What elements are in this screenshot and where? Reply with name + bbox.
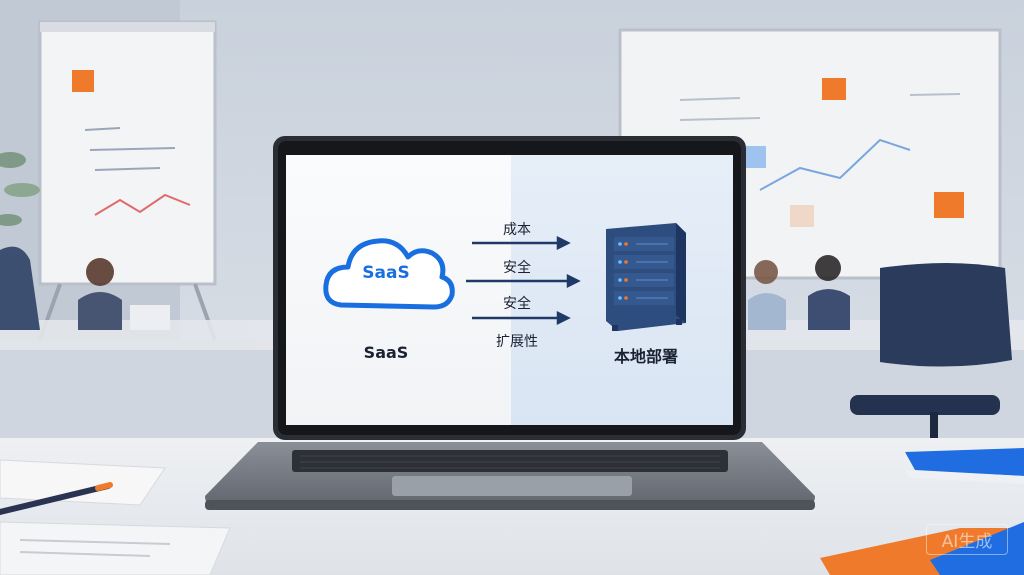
arrow-right-icon xyxy=(466,273,581,289)
office-chair xyxy=(850,263,1012,442)
laptop-screen: SaaS 成本 安全 安全 扩展性 SaaS 本地部署 xyxy=(286,155,733,425)
left-whiteboard xyxy=(38,20,217,341)
keyboard xyxy=(292,450,728,472)
arrow-label-security: 安全 xyxy=(503,260,531,276)
notebooks-right xyxy=(820,448,1024,575)
onprem-label: 本地部署 xyxy=(613,347,678,366)
arrow-right-icon xyxy=(472,310,571,326)
pen xyxy=(0,482,113,515)
ai-generated-watermark: AI生成 xyxy=(926,524,1008,555)
plant xyxy=(0,152,40,226)
saas-label: SaaS xyxy=(363,343,409,362)
diagram-shapes xyxy=(323,223,686,331)
papers-left xyxy=(0,459,231,575)
arrow-label-security-2: 安全 xyxy=(503,296,531,312)
arrow-right-icon xyxy=(472,235,571,251)
arrow-label-scalability: 扩展性 xyxy=(496,334,538,350)
cloud-icon xyxy=(323,238,455,310)
server-rack-icon xyxy=(606,223,686,331)
cloud-saas-text: SaaS xyxy=(362,263,410,283)
arrow-label-cost: 成本 xyxy=(503,222,531,238)
trackpad xyxy=(392,476,632,496)
